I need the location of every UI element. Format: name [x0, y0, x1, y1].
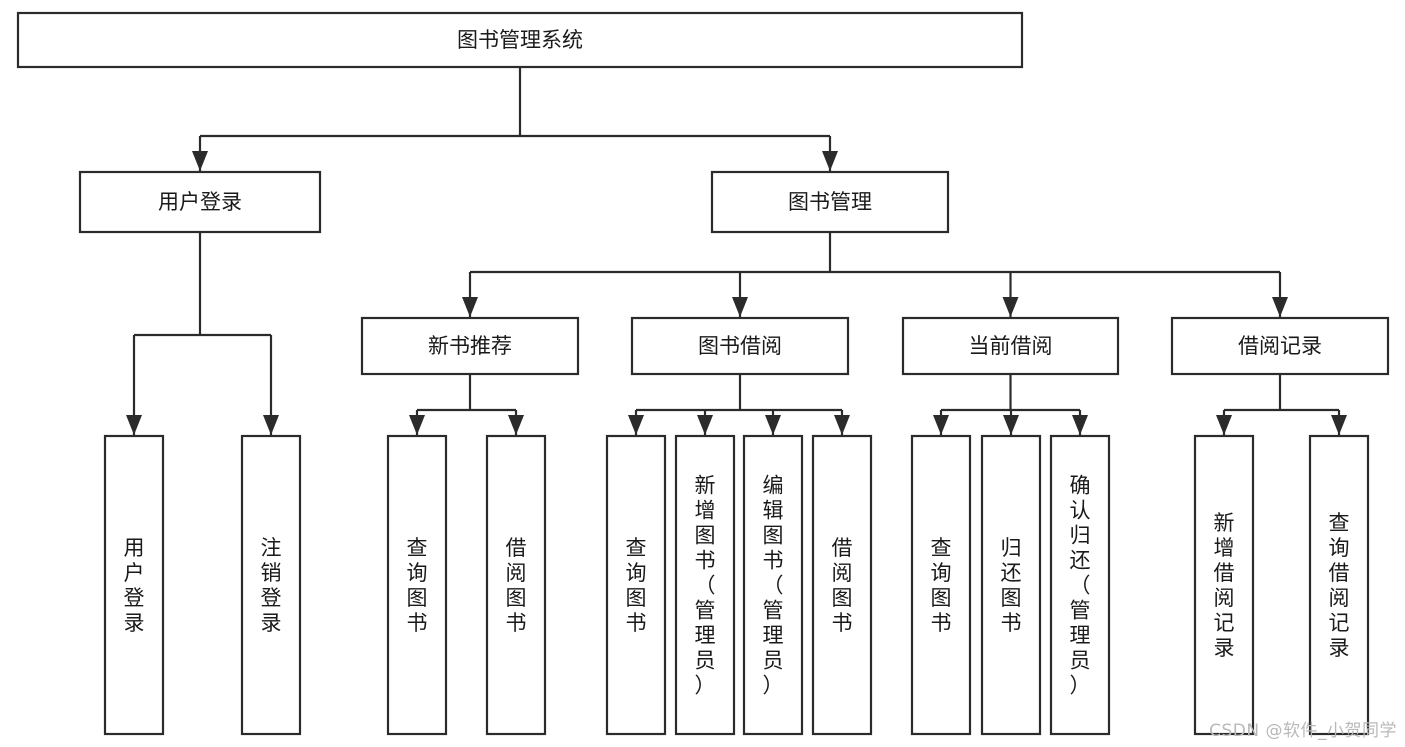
node-label: 用户登录: [124, 536, 145, 635]
leaf-node-0[interactable]: 用户登录: [103, 434, 165, 736]
node-label: 编辑图书（管理员）: [763, 474, 784, 698]
node-label: 新增借阅记录: [1214, 511, 1235, 660]
leaf-node-12[interactable]: 查询借阅记录: [1308, 434, 1370, 736]
arrow-head-icon: [1003, 415, 1019, 435]
node-label: 图书管理: [788, 190, 872, 214]
arrow-head-icon: [1331, 415, 1347, 435]
node-label: 新书推荐: [428, 334, 512, 358]
level3-node-0[interactable]: 新书推荐: [360, 316, 580, 376]
node-label: 查询图书: [931, 536, 952, 635]
arrow-head-icon: [462, 297, 478, 317]
arrow-head-icon: [628, 415, 644, 435]
leaf-node-8[interactable]: 查询图书: [910, 434, 972, 736]
level3-node-1[interactable]: 图书借阅: [630, 316, 850, 376]
node-label: 用户登录: [158, 190, 242, 214]
node-label: 图书借阅: [698, 334, 782, 358]
root-node-library-system[interactable]: 图书管理系统: [16, 11, 1024, 69]
node-label: 借阅图书: [832, 536, 853, 635]
arrow-head-icon: [822, 151, 838, 171]
arrow-head-icon: [1072, 415, 1088, 435]
arrow-head-icon: [1002, 297, 1019, 317]
level3-node-3[interactable]: 借阅记录: [1170, 316, 1390, 376]
level3-node-2[interactable]: 当前借阅: [901, 316, 1120, 376]
leaf-node-7[interactable]: 借阅图书: [811, 434, 873, 736]
node-label: 新增图书（管理员）: [695, 474, 716, 698]
arrow-head-icon: [409, 415, 425, 435]
arrow-head-icon: [765, 415, 781, 435]
leaf-node-4[interactable]: 查询图书: [605, 434, 667, 736]
node-label: 归还图书: [1001, 536, 1022, 635]
level2-node-0[interactable]: 用户登录: [78, 170, 322, 234]
node-label: 确认归还（管理员）: [1070, 474, 1091, 698]
arrow-head-icon: [732, 297, 748, 317]
arrow-head-icon: [697, 415, 713, 435]
arrow-head-icon: [263, 415, 279, 435]
arrow-head-icon: [192, 151, 208, 171]
leaf-node-9[interactable]: 归还图书: [980, 434, 1042, 736]
node-label: 注销登录: [261, 536, 282, 635]
node-label: 借阅记录: [1238, 334, 1322, 358]
arrow-head-icon: [126, 415, 142, 435]
node-label: 查询图书: [407, 536, 428, 635]
arrow-head-icon: [834, 415, 850, 435]
arrow-head-icon: [1272, 297, 1288, 317]
leaf-node-3[interactable]: 借阅图书: [485, 434, 547, 736]
leaf-node-2[interactable]: 查询图书: [386, 434, 448, 736]
node-label: 当前借阅: [969, 334, 1053, 358]
leaf-node-11[interactable]: 新增借阅记录: [1193, 434, 1255, 736]
arrow-head-icon: [1216, 415, 1232, 435]
leaf-node-6[interactable]: 编辑图书（管理员）: [742, 434, 804, 736]
node-label: 图书管理系统: [457, 28, 583, 52]
leaf-node-1[interactable]: 注销登录: [240, 434, 302, 736]
node-label: 查询借阅记录: [1329, 511, 1350, 660]
leaf-node-5[interactable]: 新增图书（管理员）: [674, 434, 736, 736]
node-label: 查询图书: [626, 536, 647, 635]
arrow-head-icon: [508, 415, 524, 435]
leaf-node-10[interactable]: 确认归还（管理员）: [1049, 434, 1111, 736]
connector-lines: [126, 67, 1347, 435]
node-boxes: 图书管理系统用户登录图书管理新书推荐图书借阅当前借阅借阅记录用户登录注销登录查询…: [16, 11, 1390, 736]
arrow-head-icon: [933, 415, 949, 435]
level2-node-1[interactable]: 图书管理: [710, 170, 950, 234]
node-label: 借阅图书: [506, 536, 527, 635]
